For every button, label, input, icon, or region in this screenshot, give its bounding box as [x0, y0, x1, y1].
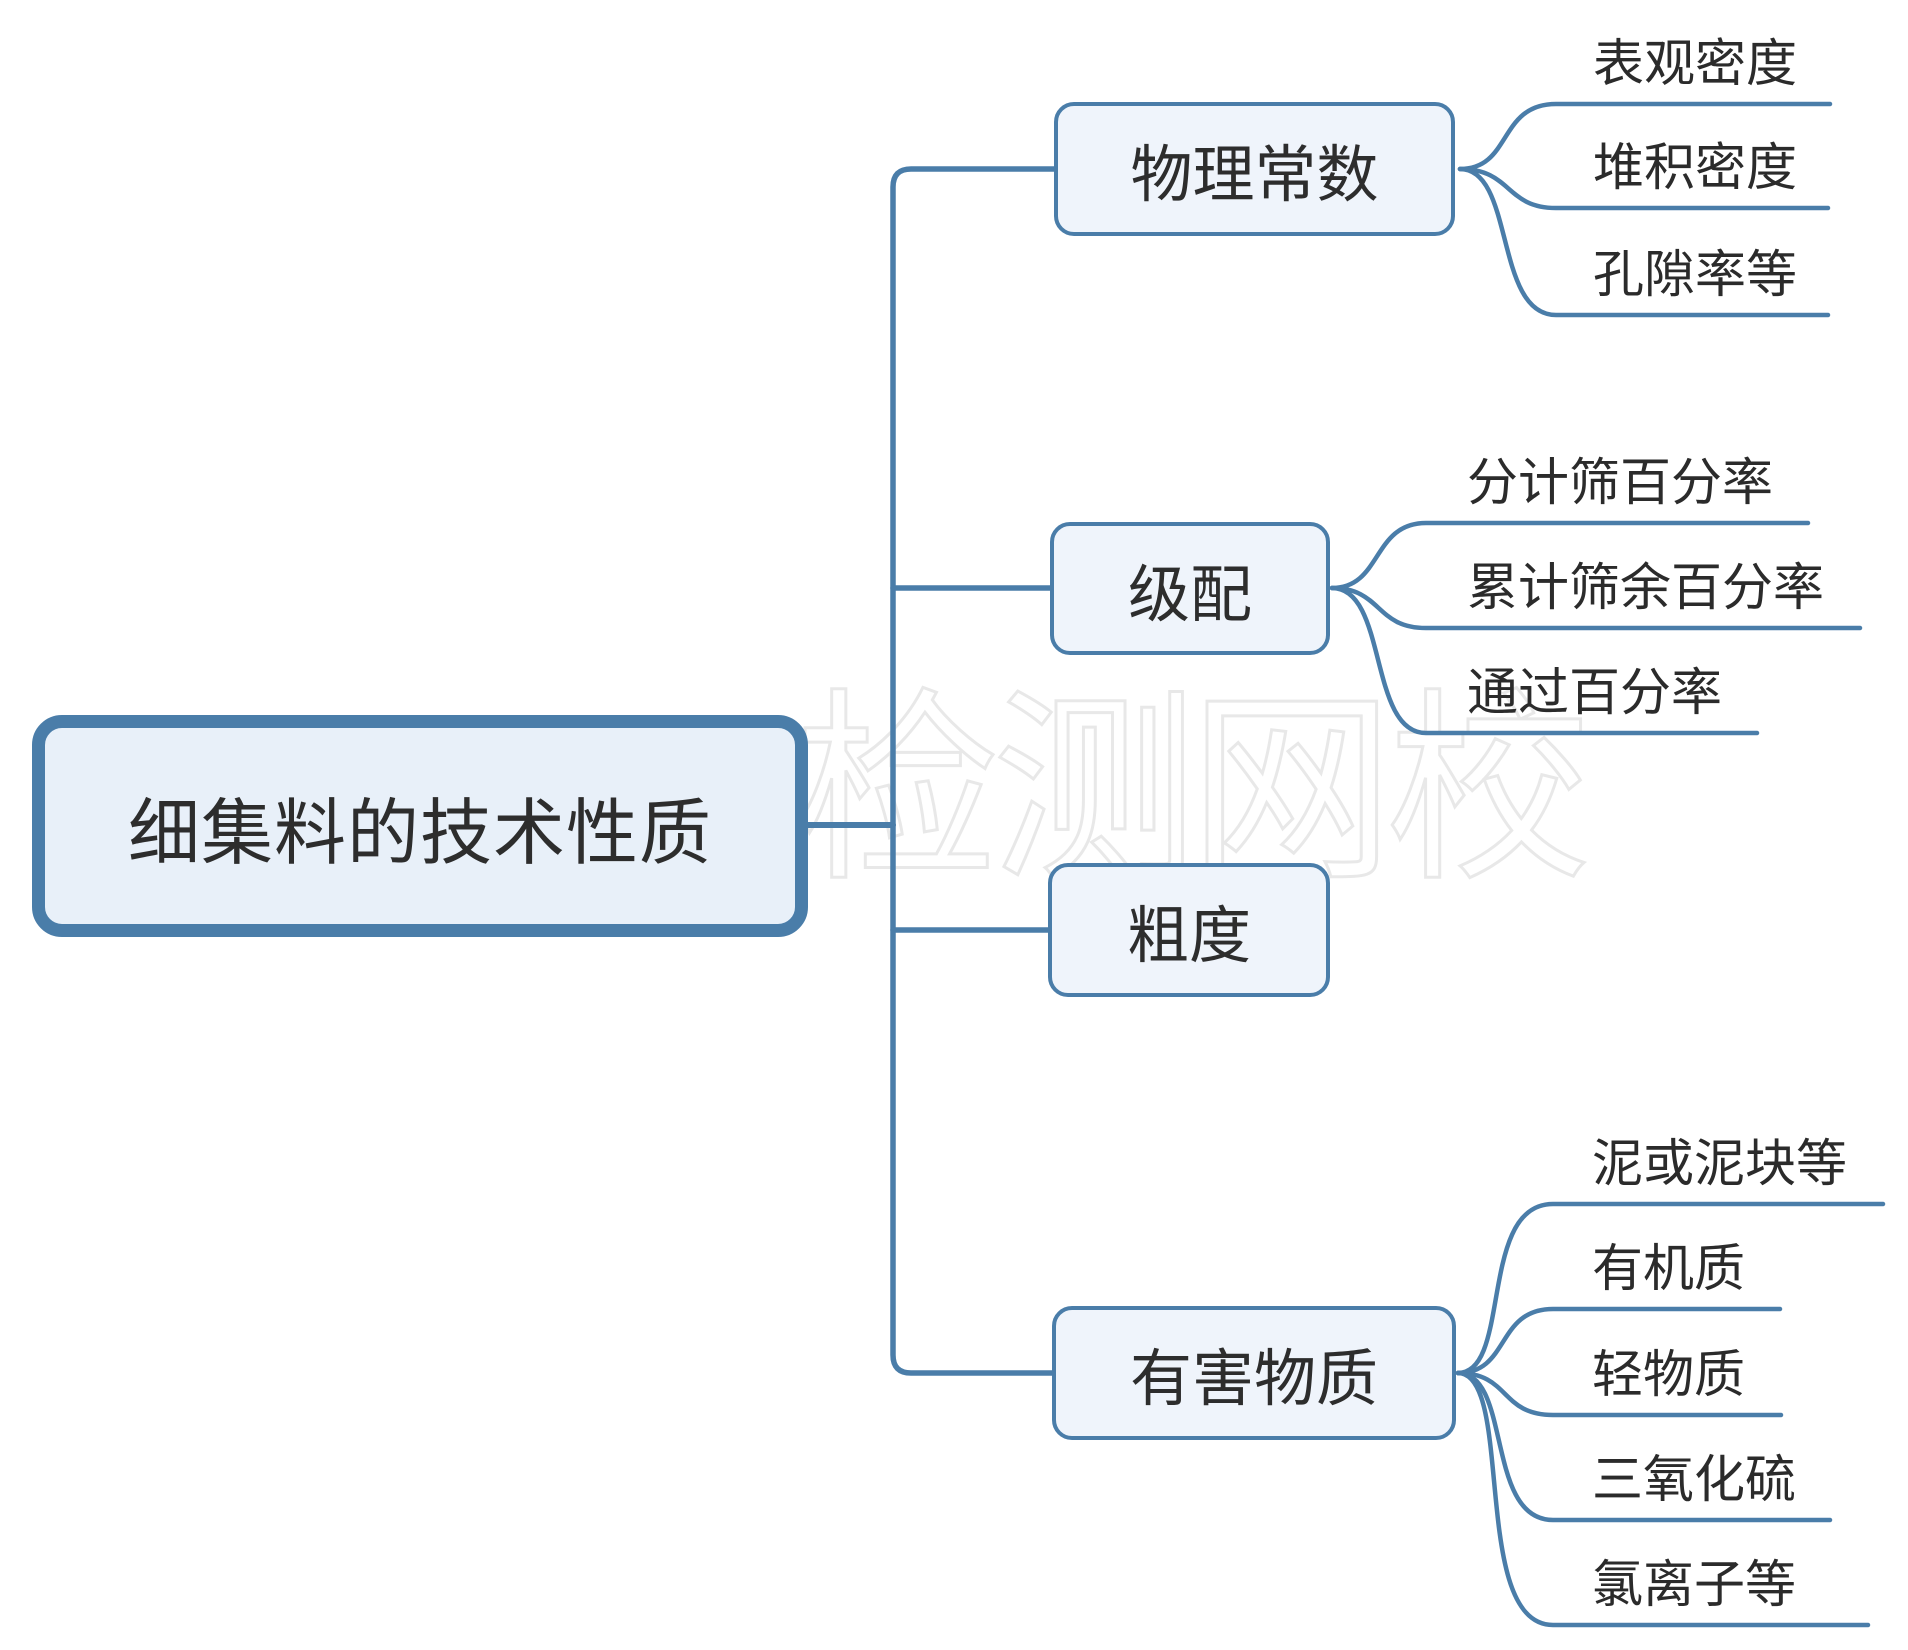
leaf-line-porosity — [1457, 166, 1831, 318]
leaf-line-apparent-density — [1457, 101, 1833, 172]
branch-label: 有害物质 — [1129, 1346, 1378, 1414]
node-branch-gradation[interactable]: 级配 — [1050, 522, 1330, 655]
leaf-sulfur-trioxide[interactable]: 三氧化硫 — [1592, 1453, 1797, 1509]
branch-label: 粗度 — [1126, 903, 1251, 971]
connector-trunk — [890, 166, 1057, 1376]
leaf-light-matter[interactable]: 轻物质 — [1592, 1348, 1746, 1404]
leaf-cumulative-sieve[interactable]: 累计筛余百分率 — [1467, 561, 1825, 617]
node-root-topic[interactable]: 细集料的技术性质 — [32, 715, 808, 937]
leaf-line-mud — [1455, 1201, 1886, 1376]
leaf-apparent-density[interactable]: 表观密度 — [1593, 37, 1798, 93]
leaf-chloride[interactable]: 氯离子等 — [1592, 1558, 1797, 1614]
leaf-line-cumulative-sieve — [1329, 585, 1863, 631]
watermark: 检测网校 — [794, 679, 1593, 906]
branch-label: 级配 — [1127, 561, 1252, 630]
leaf-passing-percent[interactable]: 通过百分率 — [1467, 666, 1723, 722]
leaf-individual-sieve[interactable]: 分计筛百分率 — [1467, 456, 1774, 512]
leaf-organic[interactable]: 有机质 — [1592, 1242, 1746, 1298]
leaf-line-chloride — [1455, 1370, 1871, 1628]
leaf-line-bulk-density — [1457, 166, 1831, 211]
node-branch-physical-constants[interactable]: 物理常数 — [1054, 102, 1455, 236]
branch-label: 物理常数 — [1130, 142, 1379, 210]
leaf-bulk-density[interactable]: 堆积密度 — [1593, 141, 1798, 197]
root-topic-label: 细集料的技术性质 — [127, 793, 712, 874]
leaf-mud[interactable]: 泥或泥块等 — [1592, 1137, 1848, 1193]
leaf-line-individual-sieve — [1329, 520, 1811, 591]
leaf-line-sulfur-trioxide — [1455, 1370, 1833, 1523]
leaf-line-passing-percent — [1329, 585, 1760, 736]
leaf-line-light-matter — [1455, 1370, 1784, 1418]
leaf-porosity[interactable]: 孔隙率等 — [1593, 248, 1798, 304]
leaf-line-organic — [1455, 1306, 1783, 1376]
node-branch-harmful-substances[interactable]: 有害物质 — [1052, 1306, 1456, 1440]
node-branch-coarseness[interactable]: 粗度 — [1048, 863, 1330, 997]
